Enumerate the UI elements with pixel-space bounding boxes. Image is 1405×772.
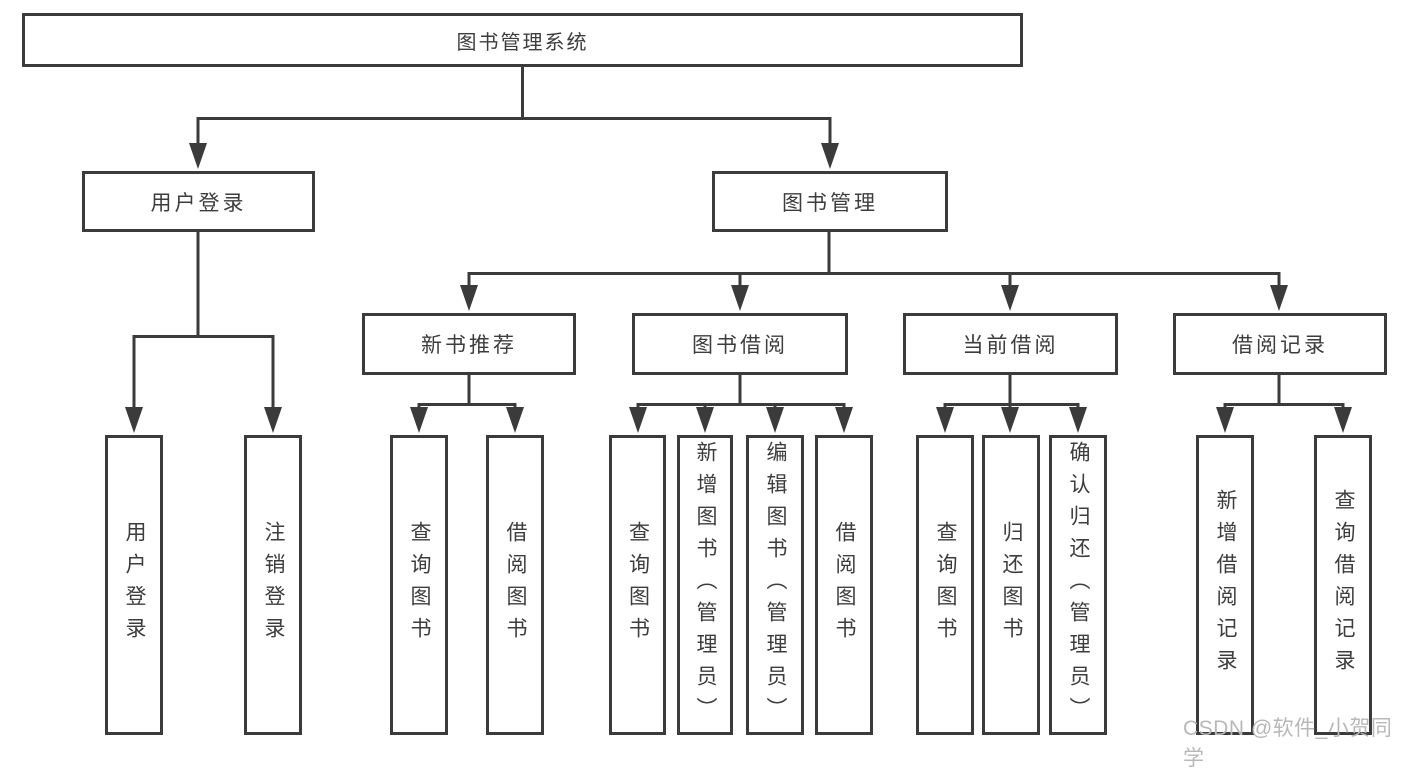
- leaf-query-books-recommend: 查询图书: [390, 435, 448, 735]
- leaf-logout: 注销登录: [244, 435, 302, 735]
- leaf-borrow-books-recommend: 借阅图书: [486, 435, 544, 735]
- tree-edges: [132, 67, 1345, 410]
- org-chart: 图书管理系统 用户登录 图书管理 新书推荐 图书借阅 当前借阅 借阅记录 用户登…: [22, 13, 1392, 770]
- leaf-add-borrow-record: 新增借阅记录: [1196, 435, 1254, 735]
- csdn-watermark: CSDN @软件_小贺同学: [1183, 717, 1393, 770]
- node-borrowing-records: 借阅记录: [1173, 313, 1387, 375]
- leaf-user-login: 用户登录: [105, 435, 163, 735]
- node-book-management-branch: 图书管理: [712, 171, 948, 232]
- arrowheads: [125, 143, 1352, 433]
- node-root-system: 图书管理系统: [22, 13, 1023, 67]
- leaf-borrow-books: 借阅图书: [815, 435, 873, 735]
- connector-lines: [125, 67, 1352, 433]
- leaf-add-books-admin: 新增图书（管理员）: [677, 435, 733, 735]
- node-book-borrowing: 图书借阅: [632, 313, 848, 375]
- leaf-return-books: 归还图书: [982, 435, 1040, 735]
- leaf-confirm-return-admin: 确认归还（管理员）: [1049, 435, 1107, 735]
- node-current-borrowing: 当前借阅: [903, 313, 1118, 375]
- node-user-login-branch: 用户登录: [82, 171, 315, 232]
- leaf-query-books-borrowing: 查询图书: [609, 435, 666, 735]
- leaf-query-books-current: 查询图书: [916, 435, 974, 735]
- node-new-book-recommendation: 新书推荐: [362, 313, 576, 375]
- leaf-edit-books-admin: 编辑图书（管理员）: [746, 435, 804, 735]
- leaf-query-borrow-record: 查询借阅记录: [1314, 435, 1372, 735]
